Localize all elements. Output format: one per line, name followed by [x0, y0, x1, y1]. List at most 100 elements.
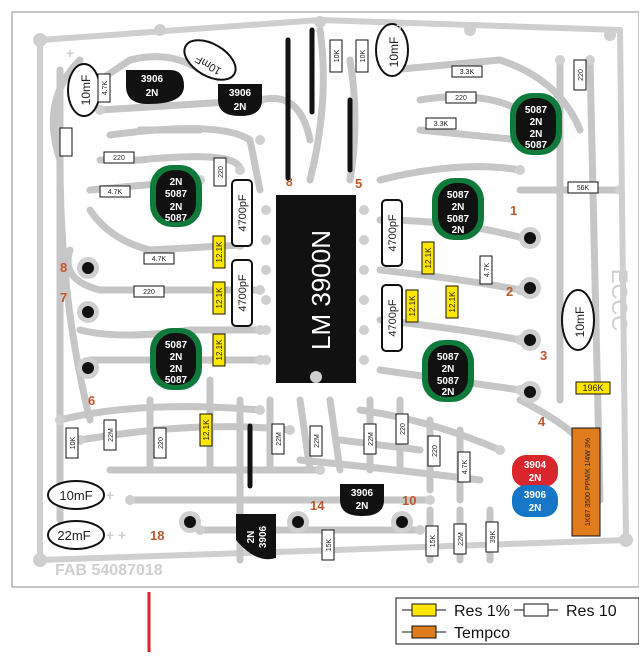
legend: Res 1% Res 10 Tempco [395, 597, 639, 645]
cap-10mf-e: 10mF [59, 488, 92, 503]
svg-text:2N: 2N [246, 531, 257, 544]
pad-label-1: 1 [510, 203, 517, 218]
pad-label-5: 5 [355, 176, 362, 191]
svg-text:22M: 22M [276, 432, 283, 446]
pad-label-7: 7 [60, 290, 67, 305]
chip-label: LM 3900N [306, 230, 336, 350]
transistors-2n3906: 3906 2N 3906 2N 3906 2N 2N 3906 [126, 70, 384, 560]
legend-res1: Res 1% [454, 603, 510, 620]
svg-text:5087: 5087 [165, 375, 188, 386]
svg-text:5087: 5087 [165, 213, 188, 224]
legend-res10: Res 10 [566, 603, 617, 620]
pad-label-4: 4 [538, 414, 546, 429]
pad-label-2: 2 [506, 284, 513, 299]
svg-text:220: 220 [400, 423, 407, 435]
legend-swatch-tempco [411, 625, 437, 639]
svg-text:+: + [106, 527, 114, 543]
pad-label-14: 14 [310, 498, 325, 513]
pad-label-8: 8 [60, 260, 67, 275]
svg-text:2N: 2N [442, 387, 455, 398]
svg-text:3906: 3906 [258, 525, 269, 548]
film-capacitors: 4700pF 4700pF 4700pF 4700pF [231, 179, 403, 352]
svg-text:22M: 22M [368, 432, 375, 446]
svg-text:5087: 5087 [525, 105, 548, 116]
svg-text:220: 220 [143, 289, 155, 296]
transistor-q1: 2N 5087 2N 5087 [150, 165, 202, 227]
transistor-q3: 5087 2N 2N 5087 [510, 93, 562, 155]
resistors-1pct: 12.1K 12.1K 12.1K 12.1K 12.1K 12.1K 12.1… [199, 235, 611, 447]
cap-10mf-c: 10mF [387, 37, 401, 68]
svg-text:12.1K: 12.1K [215, 339, 224, 361]
transistor-q5: 5087 2N 5087 2N [422, 340, 474, 402]
big-pads [77, 227, 541, 533]
cap-4700-b: 4700pF [237, 274, 249, 312]
transistor-q8: 3906 2N [340, 484, 384, 516]
cap-4700-a: 4700pF [237, 194, 249, 232]
transistor-q7: 3906 2N [218, 84, 262, 116]
svg-text:3.3K: 3.3K [434, 121, 449, 128]
svg-text:2N: 2N [170, 177, 183, 188]
transistors-2n5087: 2N 5087 2N 5087 5087 2N 2N 5087 5087 2N … [150, 93, 562, 402]
svg-text:5087: 5087 [525, 140, 548, 151]
svg-text:15K: 15K [326, 538, 333, 551]
svg-text:220: 220 [218, 166, 225, 178]
svg-text:2N: 2N [529, 473, 542, 484]
svg-text:2N: 2N [452, 202, 465, 213]
pad-label-8b: 8 [286, 175, 293, 189]
transistor-pair-3904-3906: 3904 2N 3906 2N [512, 455, 558, 517]
fab-label: FAB 54087018 [55, 562, 163, 579]
svg-text:15K: 15K [430, 534, 437, 547]
resistor-196k: 196K [582, 383, 603, 393]
svg-text:2N: 2N [170, 364, 183, 375]
cap-4700-c: 4700pF [387, 214, 399, 252]
transistor-q6: 3906 2N [126, 70, 184, 104]
svg-text:10K: 10K [70, 436, 77, 449]
svg-text:220: 220 [158, 437, 165, 449]
legend-swatch-res1 [411, 603, 437, 617]
svg-text:5087: 5087 [447, 214, 470, 225]
svg-text:12.1K: 12.1K [424, 247, 433, 269]
svg-text:2N: 2N [530, 117, 543, 128]
svg-text:3906: 3906 [229, 88, 252, 99]
svg-text:220: 220 [455, 95, 467, 102]
svg-text:4.7K: 4.7K [102, 80, 109, 95]
pad-label-18: 18 [150, 528, 164, 543]
svg-text:3904: 3904 [524, 460, 547, 471]
svg-text:5087: 5087 [437, 352, 460, 363]
svg-text:22M: 22M [108, 428, 115, 442]
svg-text:+: + [396, 17, 404, 33]
svg-text:3.3K: 3.3K [460, 69, 475, 76]
svg-text:4.7K: 4.7K [462, 459, 469, 474]
svg-text:12.1K: 12.1K [202, 419, 211, 441]
svg-text:3906: 3906 [141, 74, 164, 85]
svg-text:2N: 2N [170, 202, 183, 213]
svg-text:4.7K: 4.7K [108, 189, 123, 196]
svg-text:+: + [66, 45, 74, 61]
svg-text:2N: 2N [452, 225, 465, 236]
svg-text:5087: 5087 [447, 190, 470, 201]
pad-label-3: 3 [540, 348, 547, 363]
svg-text:39K: 39K [490, 530, 497, 543]
cap-10mf-d: 10mF [573, 307, 587, 338]
svg-text:4.7K: 4.7K [484, 262, 491, 277]
svg-text:+: + [106, 487, 114, 503]
legend-swatch-res10 [523, 603, 549, 617]
jumper-wires [247, 27, 353, 489]
svg-text:2N: 2N [529, 503, 542, 514]
eccc-label: ECCC [607, 269, 632, 331]
svg-text:2N: 2N [356, 501, 369, 512]
svg-text:5087: 5087 [437, 376, 460, 387]
svg-text:220: 220 [432, 445, 439, 457]
svg-text:2N: 2N [146, 88, 159, 99]
svg-text:2N: 2N [442, 364, 455, 375]
svg-text:4.7K: 4.7K [152, 256, 167, 263]
svg-text:220: 220 [578, 69, 585, 81]
transistor-q9: 2N 3906 [236, 514, 276, 560]
resistors-10pct: 4.7K 220 4.7K 220 4.7K 220 10K 10K 3.3K … [59, 39, 599, 561]
svg-text:12.1K: 12.1K [215, 287, 224, 309]
pad-label-10: 10 [402, 493, 416, 508]
legend-tempco: Tempco [454, 625, 510, 642]
svg-text:2N: 2N [170, 352, 183, 363]
svg-text:12.1K: 12.1K [408, 295, 417, 317]
